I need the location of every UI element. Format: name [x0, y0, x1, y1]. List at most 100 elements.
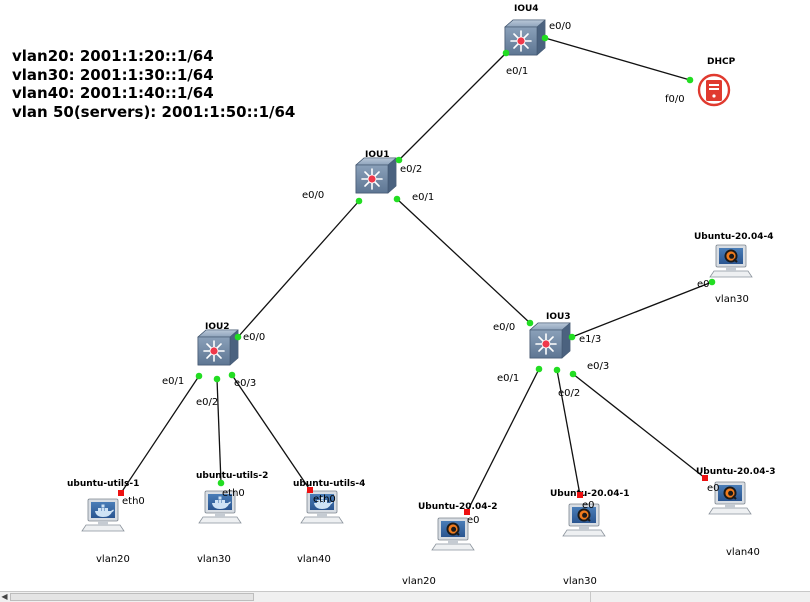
multilayer-switch-icon — [529, 322, 571, 359]
link-iou3-ubuntu1-end-a-dot — [553, 366, 561, 374]
port-label-iou4-e0-1: e0/1 — [506, 66, 528, 77]
vlan-tag-ubuntu-utils-4: vlan40 — [297, 554, 331, 565]
link-iou2-util2-end-b-dot — [217, 479, 225, 487]
node-label-ubuntu-2004-4: Ubuntu-20.04-4 — [694, 232, 773, 242]
port-label-iou3-e0-3: e0/3 — [587, 361, 609, 372]
port-label-iou3-e0-2: e0/2 — [558, 388, 580, 399]
node-label-iou2: IOU2 — [205, 322, 230, 332]
link-iou4-dhcp-end-b-dot — [686, 76, 694, 84]
link-iou3-ubuntu2-end-b-dot — [464, 509, 470, 515]
vlan-tag-ubuntu-utils-1: vlan20 — [96, 554, 130, 565]
link-iou1-iou3-end-a-dot — [393, 195, 401, 203]
port-label-util2-eth0: eth0 — [222, 488, 245, 499]
node-iou4[interactable] — [504, 19, 546, 56]
node-label-iou3: IOU3 — [546, 312, 571, 322]
node-iou3[interactable] — [529, 322, 571, 359]
link-iou2-util4[interactable] — [231, 374, 311, 491]
link-iou2-util4-end-b-dot — [307, 487, 313, 493]
link-iou3-ubuntu4-end-b-dot — [708, 278, 716, 286]
link-iou4-iou1-end-a-dot — [502, 49, 510, 57]
link-iou3-ubuntu3-end-a-dot — [569, 370, 577, 378]
multilayer-switch-icon — [197, 329, 239, 366]
link-iou1-iou3[interactable] — [396, 198, 531, 324]
port-label-iou3-e0-0: e0/0 — [493, 322, 515, 333]
link-iou4-dhcp-end-a-dot — [541, 34, 549, 42]
link-iou3-ubuntu2[interactable] — [466, 368, 540, 513]
link-iou2-util1-end-b-dot — [118, 490, 124, 496]
vlan-address-notes: vlan20: 2001:1:20::1/64 vlan30: 2001:1:3… — [12, 47, 295, 121]
port-label-ubuntu1-e0: e0 — [582, 500, 595, 511]
port-label-iou1-e0-2: e0/2 — [400, 164, 422, 175]
qemu-logo-icon — [723, 248, 739, 264]
port-label-ubuntu2-e0: e0 — [467, 515, 480, 526]
port-label-ubuntu4-e0: e0 — [697, 279, 710, 290]
link-iou2-util2-end-a-dot — [213, 375, 221, 383]
node-label-ubuntu-utils-4: ubuntu-utils-4 — [293, 479, 365, 489]
link-iou2-util2[interactable] — [216, 378, 222, 484]
multilayer-switch-icon — [504, 19, 546, 56]
link-iou1-iou2[interactable] — [237, 200, 360, 338]
node-label-iou1: IOU1 — [365, 150, 390, 160]
port-label-iou2-e0-0: e0/0 — [243, 332, 265, 343]
port-label-iou1-e0-1: e0/1 — [412, 192, 434, 203]
note-line-vlan20: vlan20: 2001:1:20::1/64 — [12, 47, 214, 65]
link-iou3-ubuntu3-end-b-dot — [702, 475, 708, 481]
port-label-iou2-e0-3: e0/3 — [234, 378, 256, 389]
link-iou4-iou1-end-b-dot — [395, 156, 403, 164]
qemu-logo-icon — [722, 485, 738, 501]
port-label-iou3-e0-1: e0/1 — [497, 373, 519, 384]
port-label-dhcp-f0-0: f0/0 — [665, 94, 685, 105]
note-line-vlan30: vlan30: 2001:1:30::1/64 — [12, 65, 214, 84]
node-ubuntu-2004-4[interactable] — [709, 244, 753, 278]
vlan-tag-ubuntu-2004-1: vlan30 — [563, 576, 597, 587]
port-label-util1-eth0: eth0 — [122, 496, 145, 507]
port-label-iou2-e0-2: e0/2 — [196, 397, 218, 408]
link-iou1-iou3-end-b-dot — [526, 319, 534, 327]
link-status-dots — [118, 34, 716, 515]
node-dhcp[interactable] — [697, 73, 731, 107]
note-line-vlan50: vlan 50(servers): 2001:1:50::1/64 — [12, 102, 296, 121]
node-label-dhcp: DHCP — [707, 57, 736, 67]
vlan-tag-ubuntu-utils-2: vlan30 — [197, 554, 231, 565]
vlan-tag-ubuntu-2004-4: vlan30 — [715, 294, 749, 305]
note-line-vlan40: vlan40: 2001:1:40::1/64 — [12, 84, 214, 102]
link-iou3-ubuntu1[interactable] — [556, 369, 581, 496]
link-iou3-ubuntu2-end-a-dot — [535, 365, 543, 373]
link-iou1-iou2-end-b-dot — [234, 333, 242, 341]
scrollbar-divider — [590, 592, 591, 602]
node-label-ubuntu-utils-1: ubuntu-utils-1 — [67, 479, 139, 489]
port-label-iou3-e1-3: e1/3 — [579, 334, 601, 345]
link-iou3-ubuntu4-end-a-dot — [568, 333, 576, 341]
link-iou4-iou1[interactable] — [398, 52, 507, 161]
node-ubuntu-utils-1[interactable] — [81, 498, 125, 532]
port-label-iou4-e0-0: e0/0 — [549, 21, 571, 32]
node-label-ubuntu-utils-2: ubuntu-utils-2 — [196, 471, 268, 481]
link-iou1-iou2-end-a-dot — [355, 197, 363, 205]
port-label-iou1-e0-0: e0/0 — [302, 190, 324, 201]
vlan-tag-ubuntu-2004-2: vlan20 — [402, 576, 436, 587]
multilayer-switch-icon — [355, 157, 397, 194]
link-iou2-util4-end-a-dot — [228, 371, 236, 379]
link-iou2-util1-end-a-dot — [195, 372, 203, 380]
node-iou1[interactable] — [355, 157, 397, 194]
scrollbar-thumb[interactable] — [10, 593, 254, 601]
node-iou2[interactable] — [197, 329, 239, 366]
port-label-ubuntu3-e0: e0 — [707, 483, 720, 494]
scroll-left-arrow-icon[interactable]: ◀ — [1, 592, 8, 601]
link-iou3-ubuntu4[interactable] — [571, 281, 713, 338]
link-iou2-util1[interactable] — [120, 375, 200, 494]
network-links — [120, 37, 713, 513]
link-iou3-ubuntu1-end-b-dot — [577, 492, 583, 498]
link-iou3-ubuntu3[interactable] — [572, 373, 706, 479]
horizontal-scrollbar[interactable]: ◀ — [0, 591, 810, 602]
node-label-ubuntu-2004-2: Ubuntu-20.04-2 — [418, 502, 497, 512]
port-label-iou2-e0-1: e0/1 — [162, 376, 184, 387]
qemu-logo-icon — [445, 521, 461, 537]
link-iou4-dhcp[interactable] — [544, 37, 691, 81]
node-label-ubuntu-2004-1: Ubuntu-20.04-1 — [550, 489, 629, 499]
server-icon — [697, 73, 731, 107]
node-label-iou4: IOU4 — [514, 4, 539, 14]
port-label-util4-eth0: eth0 — [313, 494, 336, 505]
vlan-tag-ubuntu-2004-3: vlan40 — [726, 547, 760, 558]
